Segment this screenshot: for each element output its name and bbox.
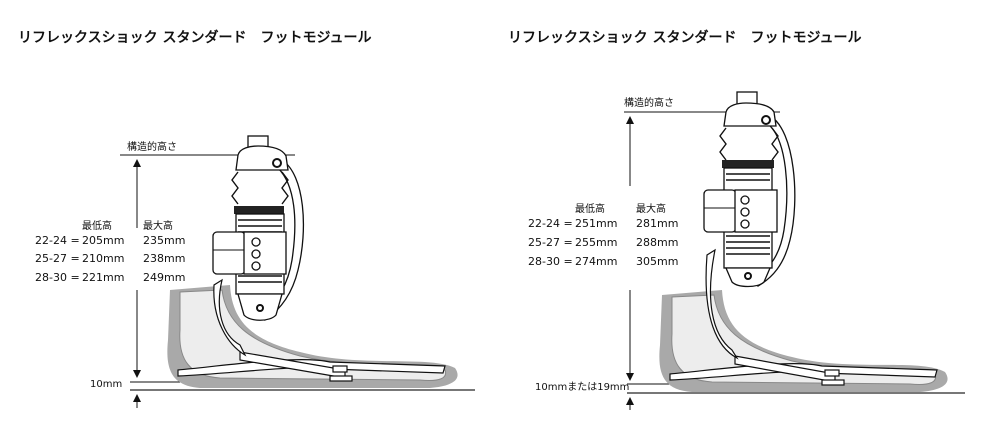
structural-height-label: 構造的高さ (127, 140, 177, 153)
foot-shell-illustration (167, 285, 458, 388)
min-height-cell: 251mm (575, 217, 617, 230)
heel-height-label: 10mm (90, 379, 122, 390)
panel-title: リフレックスショック スタンダード フットモジュール (508, 29, 861, 46)
shock-module-illustration (703, 91, 796, 360)
max-height-cell: 288mm (636, 236, 678, 249)
col-header-min: 最低高 (82, 219, 112, 232)
col-header-min: 最低高 (575, 202, 605, 215)
shock-module-illustration (212, 135, 305, 357)
size-cell: 22-24 = (35, 234, 80, 247)
size-cell: 25-27 = (35, 252, 80, 265)
col-header-max: 最大高 (143, 219, 173, 232)
panel-title: リフレックスショック スタンダード フットモジュール (18, 29, 371, 46)
size-cell: 22-24 = (528, 217, 573, 230)
size-cell: 25-27 = (528, 236, 573, 249)
panel-extended: リフレックスショック スタンダード フットモジュール 構造的高さ 10mmまたは… (508, 29, 965, 410)
min-height-cell: 210mm (82, 252, 124, 265)
max-height-cell: 305mm (636, 255, 678, 268)
size-cell: 28-30 = (35, 271, 80, 284)
min-height-cell: 205mm (82, 234, 124, 247)
heel-height-label: 10mmまたは19mm (535, 381, 629, 393)
max-height-cell: 235mm (143, 234, 185, 247)
structural-height-label: 構造的高さ (624, 96, 674, 109)
max-height-cell: 249mm (143, 271, 185, 284)
panel-standard: リフレックスショック スタンダード フットモジュール 構造的高さ 10mm 最低… (18, 29, 475, 408)
foot-shell-illustration (659, 290, 948, 392)
min-height-cell: 255mm (575, 236, 617, 249)
size-cell: 28-30 = (528, 255, 573, 268)
max-height-cell: 281mm (636, 217, 678, 230)
min-height-cell: 221mm (82, 271, 124, 284)
col-header-max: 最大高 (636, 202, 666, 215)
max-height-cell: 238mm (143, 252, 185, 265)
min-height-cell: 274mm (575, 255, 617, 268)
